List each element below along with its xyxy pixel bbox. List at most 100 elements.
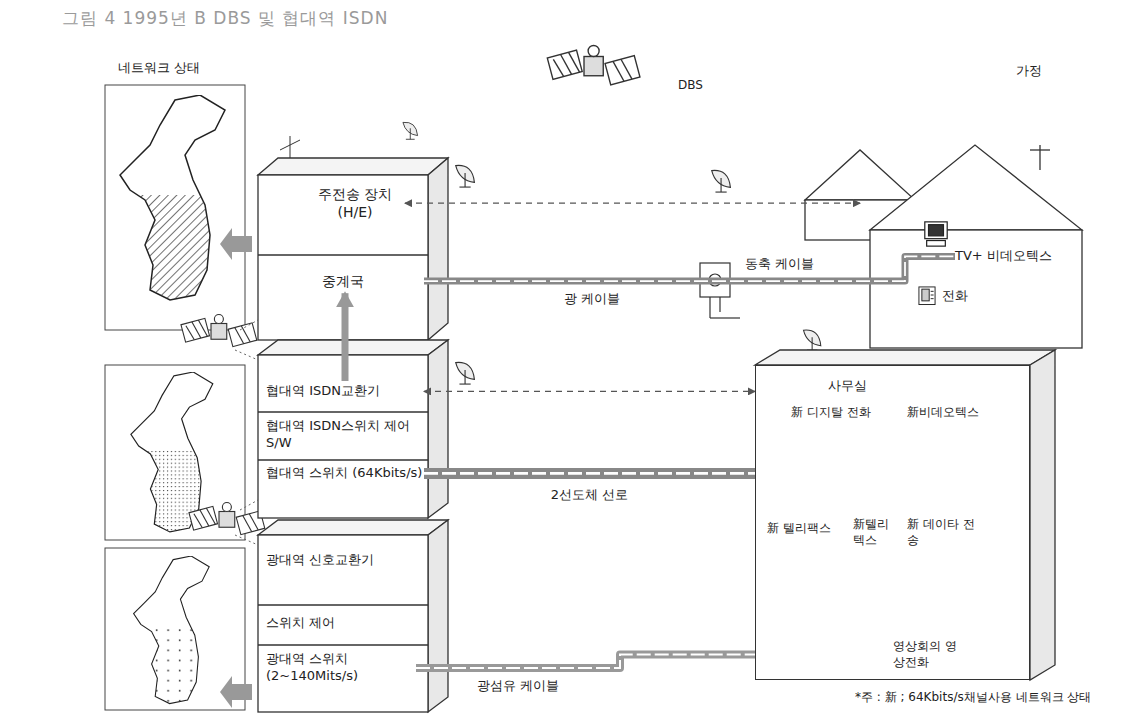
node-text: 전화	[942, 288, 1002, 305]
section-box: 주전송 장치 (H/E)	[305, 185, 405, 221]
houses-part	[805, 150, 915, 200]
satellites-part	[235, 535, 258, 545]
equipment-blocks-part	[428, 158, 448, 340]
antennas-part	[290, 136, 291, 158]
equipment-blocks-part	[258, 604, 428, 605]
antennas-part	[456, 165, 475, 187]
equipment-blocks-part	[258, 158, 448, 175]
node-text: 新텔리 텍스	[853, 517, 901, 548]
equipment-blocks-part	[258, 411, 428, 412]
antennas-part	[456, 362, 475, 384]
office-3d-part	[1030, 350, 1055, 680]
node-text: 광대역 스위치 (2~140Mits/s)	[266, 651, 416, 685]
wire-bundle-strand	[424, 472, 755, 475]
block-arrow	[342, 293, 349, 381]
network-maps-part-part	[134, 628, 210, 704]
antennas-part	[712, 170, 731, 192]
network-maps-part-part	[120, 95, 225, 300]
satellites-part	[189, 503, 265, 535]
node-text: 영상회의 영상전화	[893, 639, 963, 670]
equipment-blocks-part	[258, 520, 448, 535]
equipment-blocks-part	[258, 459, 428, 460]
device-label: 新텔리 텍스	[853, 517, 901, 548]
optical-cable	[424, 256, 955, 281]
satellites-part	[240, 500, 258, 510]
section-box: 협대역 스위치 (64Kbits/s)	[266, 465, 424, 482]
node-text: 중계국	[262, 272, 424, 290]
equipment-blocks-part	[258, 254, 428, 255]
device-icons-part	[919, 287, 935, 305]
satellites-part	[240, 320, 258, 330]
section-box: 스위치 제어	[266, 615, 424, 632]
satellites-part	[181, 315, 257, 347]
device-label: 新비데오텍스	[907, 405, 1019, 421]
node-text: 주전송 장치 (H/E)	[305, 185, 405, 221]
equipment-blocks-part	[258, 535, 428, 712]
device-icons-part	[925, 222, 947, 246]
houses-part	[870, 145, 1082, 230]
antennas-part	[403, 122, 418, 139]
radio-link	[405, 203, 860, 204]
network-maps-part-part	[120, 195, 225, 300]
equipment-blocks-part	[258, 644, 428, 645]
device-label: 전화	[942, 288, 1002, 305]
section-box: 협대역 ISDN스위치 제어 S/W	[266, 418, 424, 452]
network-maps-part	[105, 85, 245, 330]
panel-heading: 네트워크 상태	[118, 60, 200, 76]
office-3d-part	[755, 350, 1055, 365]
antennas	[280, 122, 821, 384]
equipment-blocks-part	[258, 340, 448, 355]
houses-part	[1030, 149, 1050, 150]
equipment-blocks-part	[428, 520, 448, 712]
device-label: 新 텔리팩스	[767, 521, 851, 537]
device-label: TV+ 비데오텍스	[955, 248, 1075, 265]
splitter	[700, 263, 740, 318]
antennas-part	[803, 330, 820, 350]
houses-part	[870, 230, 1082, 348]
office: 사무실新 디지탈 전화新비데오텍스新 텔리팩스新텔리 텍스新 데이타 전송영상회…	[755, 365, 1030, 680]
device-label: 영상회의 영상전화	[893, 639, 963, 670]
edge-label: 광 케이블	[562, 291, 622, 307]
office-3d	[755, 350, 1055, 680]
network-maps-part	[120, 95, 225, 300]
wire-bundle	[424, 468, 755, 479]
device-label: 新 디지탈 전화	[791, 405, 903, 421]
node-text: 新비데오텍스	[907, 405, 1019, 421]
splitter-part	[709, 297, 710, 318]
node-text: 광대역 신호교환기	[266, 552, 376, 569]
node-text: 협대역 ISDN스위치 제어 S/W	[266, 418, 424, 452]
block-arrows-part	[220, 228, 252, 260]
network-maps	[105, 85, 245, 710]
footnote: *주 : 新 ; 64Kbits/s채널사용 네트워크 상태	[855, 690, 1091, 704]
node-text: 협대역 ISDN교환기	[266, 383, 424, 400]
houses-part	[1039, 145, 1040, 170]
satellite-label: DBS	[678, 78, 703, 92]
optical-cable-strand	[424, 256, 955, 281]
edge-label: 광섬유 케이블	[475, 678, 561, 694]
node-text: 新 텔리팩스	[767, 521, 851, 537]
node-text: 新 디지탈 전화	[791, 405, 903, 421]
section-box: 광대역 스위치 (2~140Mits/s)	[266, 651, 416, 685]
network-maps-part-part-part	[134, 628, 210, 704]
node-text: 협대역 스위치 (64Kbits/s)	[266, 465, 424, 482]
satellites-part	[547, 46, 640, 85]
network-maps-part-part	[134, 556, 210, 704]
houses	[805, 145, 1082, 348]
network-maps-part-part	[131, 372, 213, 532]
radio-link	[424, 391, 755, 392]
block-arrow-strand	[344, 293, 346, 381]
network-maps-part	[134, 556, 210, 704]
equipment-blocks-part	[428, 340, 448, 518]
cable-label: 동축 케이블	[745, 256, 814, 272]
node-text: TV+ 비데오텍스	[955, 248, 1075, 265]
splitter-part	[710, 317, 740, 318]
node-text: 스위치 제어	[266, 615, 424, 632]
device-label: 新 데이타 전송	[907, 517, 979, 548]
equipment-blocks	[258, 158, 448, 712]
section-box: 광대역 신호교환기	[266, 552, 376, 569]
block-arrows	[220, 228, 252, 708]
network-maps-part	[131, 372, 213, 532]
satellites-part	[235, 350, 258, 360]
splitter-part	[719, 297, 720, 312]
